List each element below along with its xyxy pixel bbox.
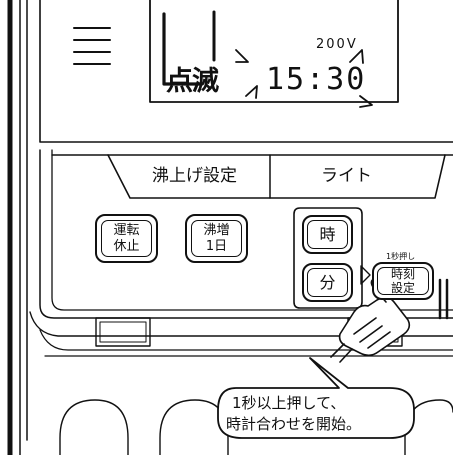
boost-label-top: 沸増: [203, 223, 230, 238]
clock-set-label-top: 時刻: [390, 267, 415, 281]
boost-one-day-button[interactable]: 沸増 1日: [185, 214, 248, 263]
hour-button[interactable]: 時: [302, 215, 353, 254]
display-voltage-label: 200V: [316, 37, 358, 52]
tab-boil-settings[interactable]: 沸上げ設定: [152, 166, 237, 186]
boost-one-day-button-face: 沸増 1日: [191, 220, 242, 257]
minute-button-face: 分: [307, 268, 348, 297]
operation-stop-button-face: 運転 休止: [101, 220, 152, 257]
clock-set-hint: 1秒押し: [386, 252, 416, 261]
hour-label: 時: [319, 224, 336, 244]
tab-light[interactable]: ライト: [321, 166, 372, 186]
callout-line-1: 1秒以上押して、: [232, 394, 346, 412]
display-time-readout: 15:30: [266, 62, 367, 97]
operation-label-bottom: 休止: [113, 239, 140, 254]
minute-button[interactable]: 分: [302, 263, 353, 302]
hour-button-face: 時: [307, 220, 348, 249]
minute-label: 分: [319, 272, 336, 292]
operation-label-top: 運転: [113, 223, 140, 238]
boost-label-bottom: 1日: [205, 239, 228, 254]
display-blink-label: 点滅: [166, 66, 219, 97]
clock-set-button[interactable]: 時刻 設定: [372, 262, 434, 300]
clock-set-button-face: 時刻 設定: [377, 267, 429, 295]
operation-stop-button[interactable]: 運転 休止: [95, 214, 158, 263]
clock-set-label-bottom: 設定: [390, 281, 415, 295]
callout-line-2: 時計合わせを開始。: [226, 415, 362, 433]
